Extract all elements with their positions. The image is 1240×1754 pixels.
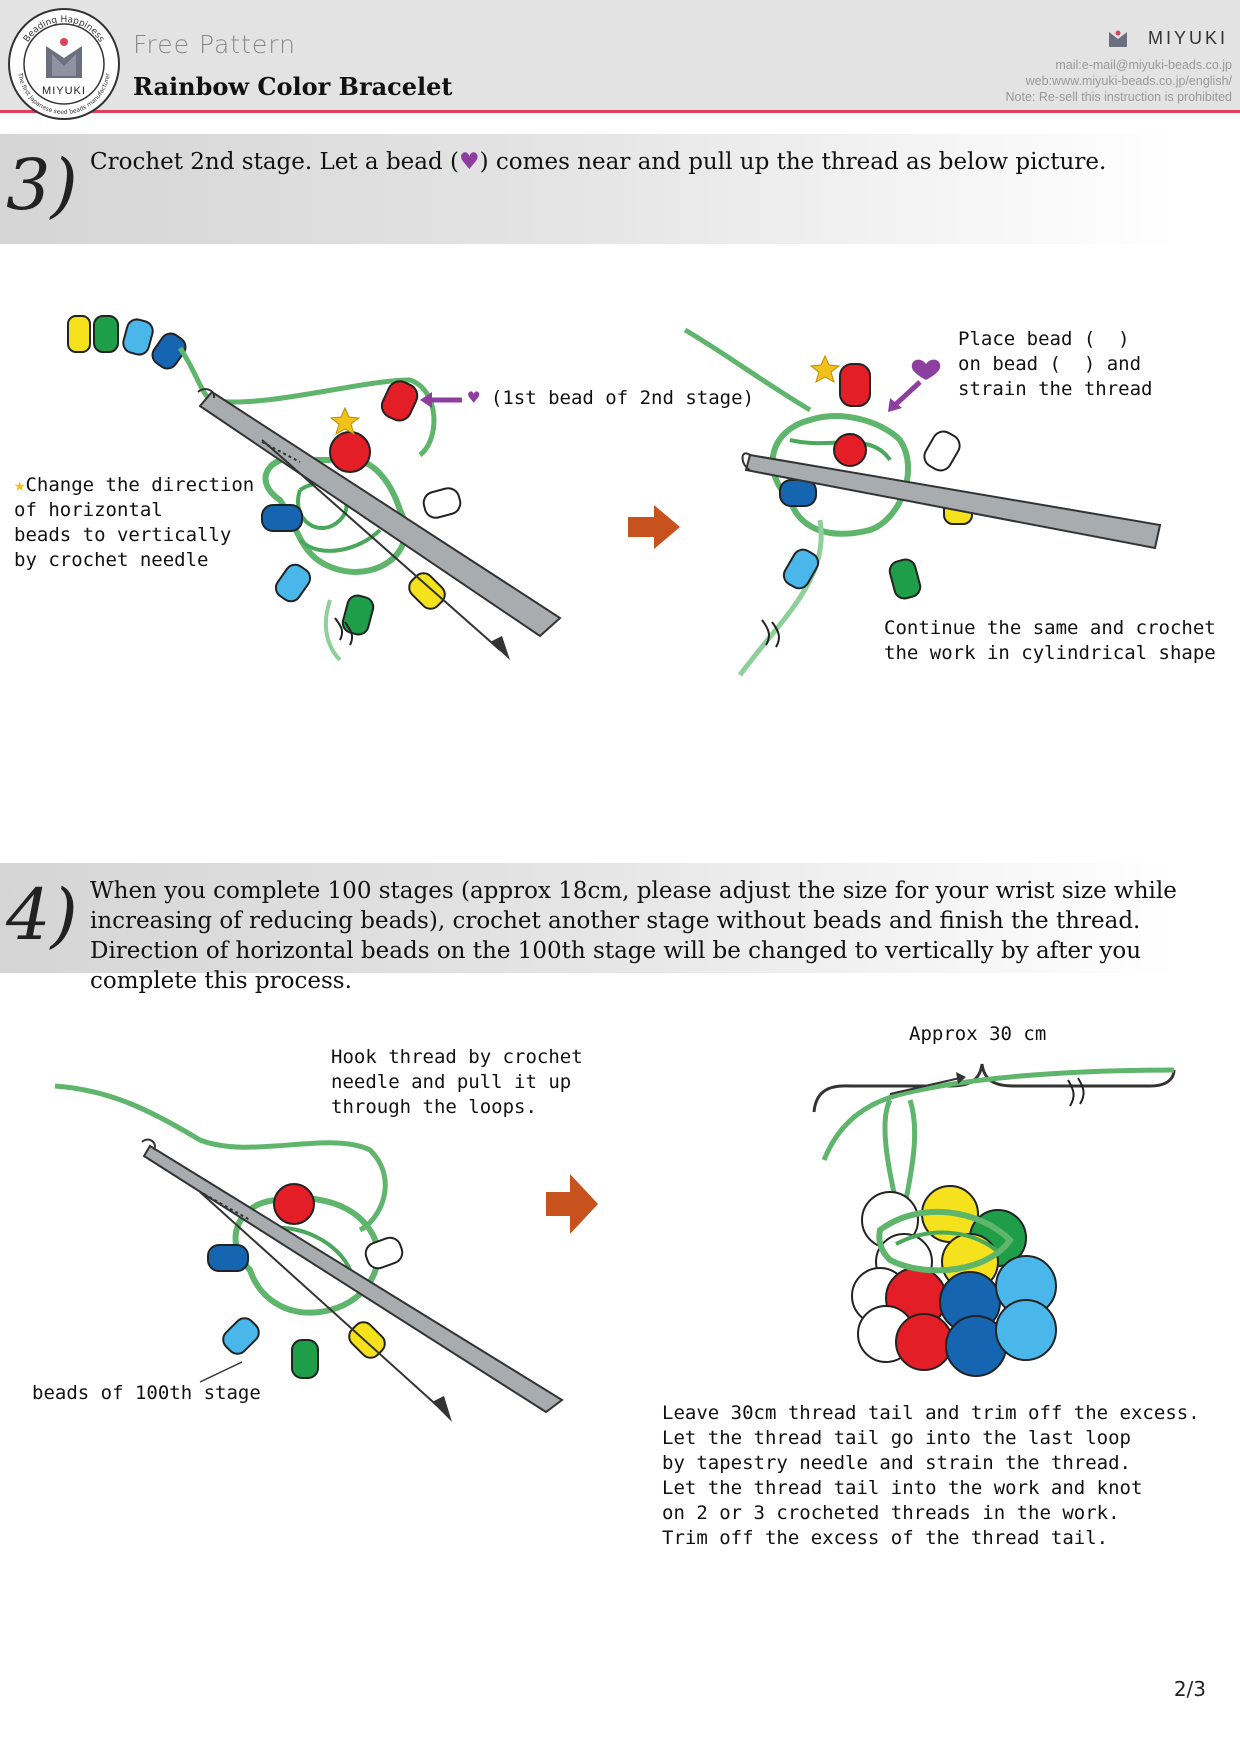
step3-band bbox=[0, 134, 1240, 244]
star-icon bbox=[329, 406, 361, 436]
header-subtitle: Free Pattern bbox=[133, 30, 296, 59]
step3-text-after: ) comes near and pull up the thread as b… bbox=[479, 149, 1107, 175]
heart-icon: ♥ bbox=[459, 149, 480, 175]
step4-figure-right bbox=[812, 1063, 1176, 1377]
miyuki-crown-icon bbox=[1109, 30, 1127, 47]
star-icon bbox=[809, 354, 841, 384]
step3-text-before: Crochet 2nd stage. Let a bead ( bbox=[90, 149, 460, 175]
change-direction-text: Change the direction of horizontal beads… bbox=[14, 474, 255, 571]
step4-band bbox=[0, 863, 1240, 973]
step3-instruction: Crochet 2nd stage. Let a bead (♥) comes … bbox=[90, 147, 1106, 177]
step3-label-place: Place bead ( ) on bead ( ) and strain th… bbox=[958, 328, 1153, 400]
first-bead-text: (1st bead of 2nd stage) bbox=[490, 387, 755, 409]
step4-label-hook: Hook thread by crochet needle and pull i… bbox=[331, 1046, 583, 1118]
contact-web: web:www.miyuki-beads.co.jp/english/ bbox=[1025, 74, 1232, 88]
step4-label-approx: Approx 30 cm bbox=[909, 1023, 1047, 1045]
step3-number: 3) bbox=[6, 144, 78, 226]
step3-figure-right bbox=[683, 327, 1162, 677]
step3-label-continue: Continue the same and crochet the work i… bbox=[884, 617, 1216, 664]
brand-name: MIYUKI bbox=[1147, 28, 1228, 48]
contact-mail: mail:e-mail@miyuki-beads.co.jp bbox=[1055, 58, 1232, 72]
header-title: Rainbow Color Bracelet bbox=[133, 72, 453, 101]
page-header: Beading Happiness The first Japanese see… bbox=[0, 0, 1240, 120]
seal-brand: MIYUKI bbox=[42, 85, 86, 97]
step4-figure-left bbox=[54, 1083, 564, 1422]
step3-figure-left bbox=[67, 315, 562, 662]
step3-label-first-bead: ♥ (1st bead of 2nd stage) bbox=[468, 386, 754, 411]
step4-number: 4) bbox=[6, 874, 78, 956]
orange-arrow-icon bbox=[546, 1174, 598, 1234]
step3-label-change: ★Change the direction of horizontal bead… bbox=[14, 473, 254, 573]
heart-icon bbox=[911, 359, 941, 380]
step4-label-leave: Leave 30cm thread tail and trim off the … bbox=[662, 1402, 1200, 1549]
orange-arrow-icon bbox=[628, 505, 680, 549]
star-icon: ★ bbox=[14, 474, 26, 496]
miyuki-seal-logo: Beading Happiness The first Japanese see… bbox=[8, 8, 120, 120]
step4-label-beads: beads of 100th stage bbox=[32, 1382, 261, 1404]
resell-note: Note: Re-sell this instruction is prohib… bbox=[1005, 90, 1233, 104]
step4-instruction: When you complete 100 stages (approx 18c… bbox=[90, 878, 1177, 994]
page-number: 2/3 bbox=[1173, 1677, 1206, 1701]
contact-block: mail:e-mail@miyuki-beads.co.jp web:www.m… bbox=[1006, 57, 1233, 105]
heart-icon: ♥ bbox=[468, 387, 480, 409]
